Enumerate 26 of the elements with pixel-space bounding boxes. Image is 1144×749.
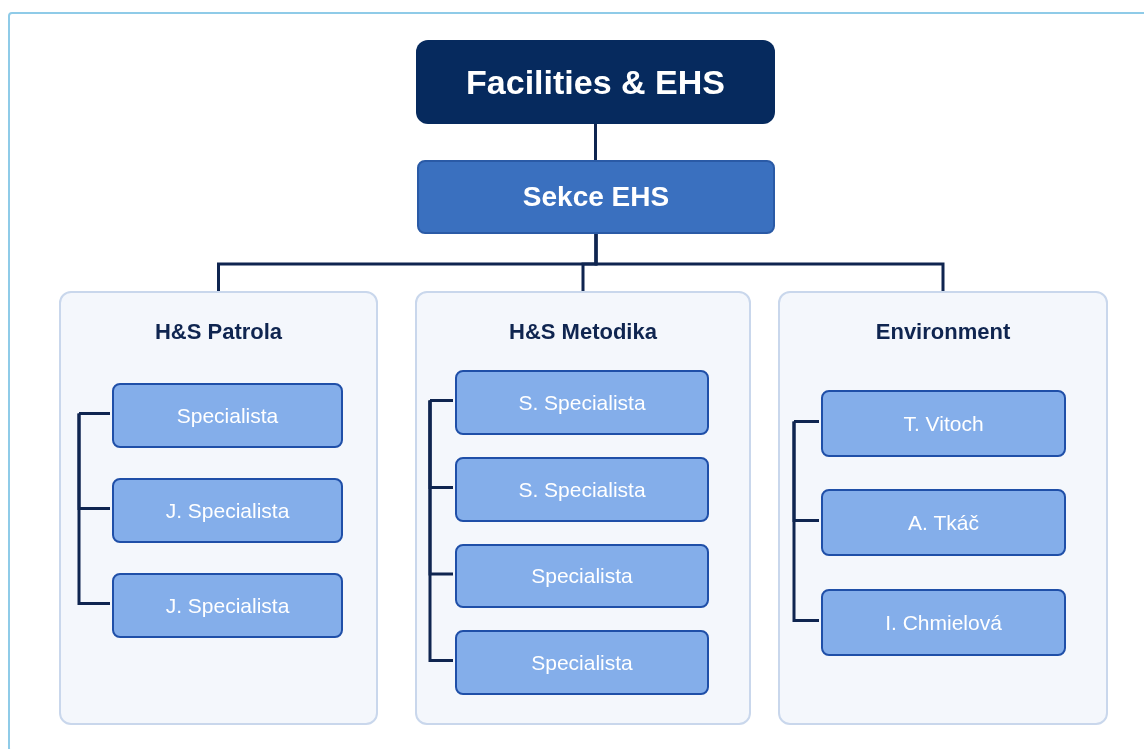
member-box: I. Chmielová	[821, 589, 1066, 656]
member-box: Specialista	[112, 383, 343, 448]
member-box: Specialista	[455, 630, 709, 695]
connector-line	[77, 413, 110, 605]
member-box: J. Specialista	[112, 478, 343, 543]
connector-line	[77, 412, 110, 415]
member-box: S. Specialista	[455, 457, 709, 522]
member-box: J. Specialista	[112, 573, 343, 638]
member-box: Specialista	[455, 544, 709, 608]
connector-line	[428, 399, 453, 402]
team-panel	[778, 291, 1108, 725]
section-box: Sekce EHS	[417, 160, 775, 234]
connector-line	[594, 124, 597, 160]
connector-line	[792, 420, 819, 423]
member-box: S. Specialista	[455, 370, 709, 435]
team-panel	[59, 291, 378, 725]
team-panel	[415, 291, 751, 725]
org-box: Facilities & EHS	[416, 40, 775, 124]
team-heading: H&S Patrola	[153, 318, 284, 346]
team-heading: Environment	[874, 318, 1012, 346]
team-heading: H&S Metodika	[508, 318, 658, 346]
connector-line	[594, 234, 945, 291]
connector-line	[792, 421, 819, 622]
member-box: A. Tkáč	[821, 489, 1066, 556]
connector-line	[428, 400, 453, 662]
member-box: T. Vitoch	[821, 390, 1066, 457]
